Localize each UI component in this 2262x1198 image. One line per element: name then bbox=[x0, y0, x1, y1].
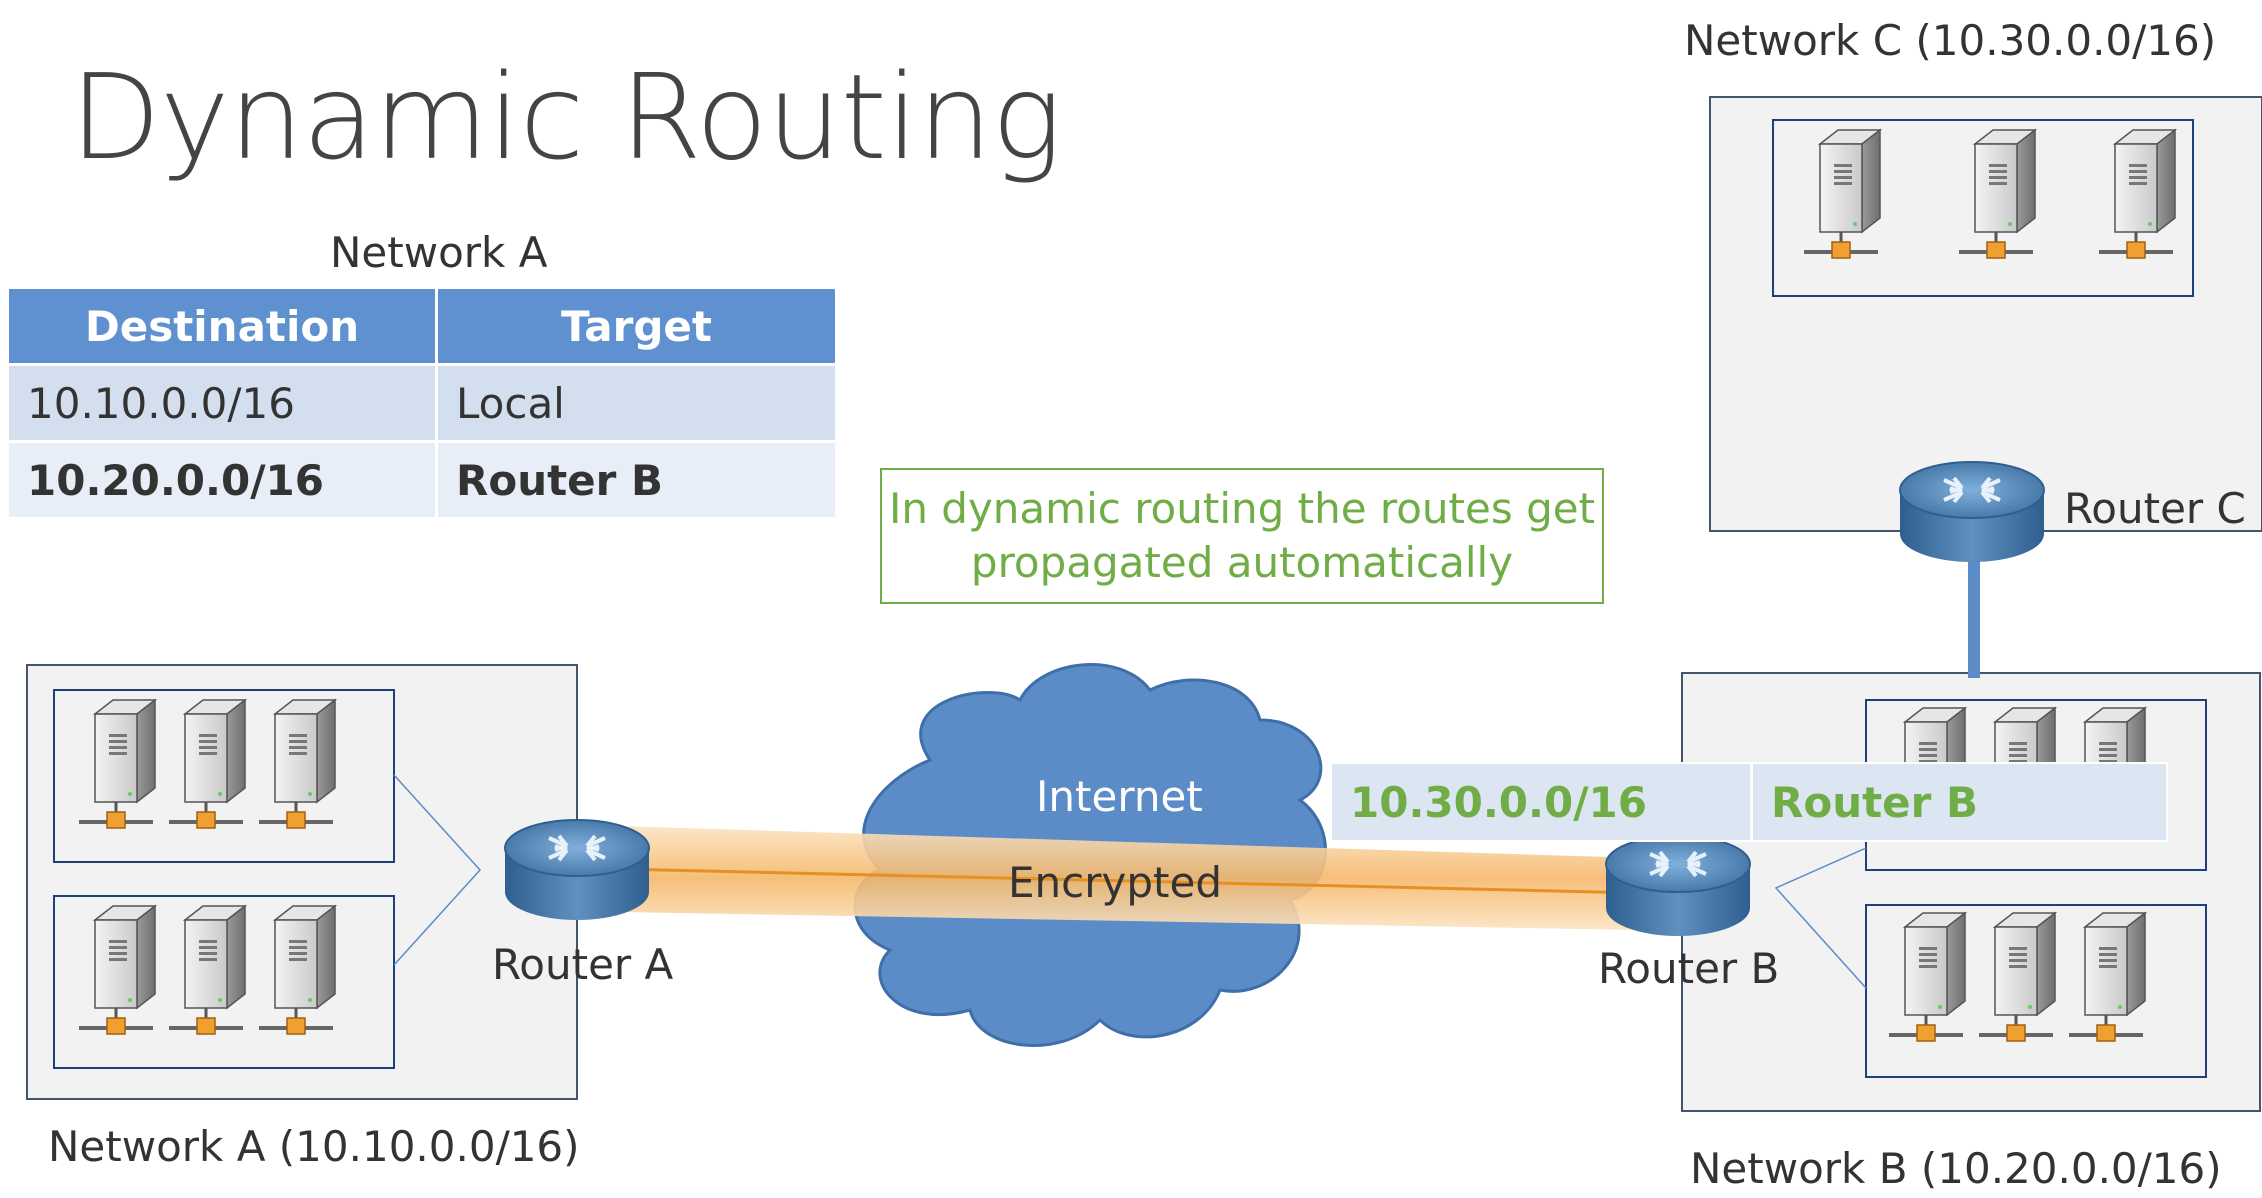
network-a-label: Network A (10.10.0.0/16) bbox=[48, 1122, 580, 1171]
router-c-link bbox=[1968, 530, 1980, 678]
table-cell: 10.20.0.0/16 bbox=[6, 440, 438, 520]
internet-label: Internet bbox=[1036, 772, 1203, 821]
network-c-box bbox=[1709, 96, 2262, 532]
table-header-target: Target bbox=[435, 286, 838, 366]
network-a-box bbox=[26, 664, 578, 1100]
dynamic-routing-note: In dynamic routing the routes get propag… bbox=[880, 468, 1604, 604]
router-b-icon bbox=[1604, 834, 1752, 938]
propagated-route-destination: 10.30.0.0/16 bbox=[1332, 764, 1753, 840]
table-cell: Router B bbox=[435, 440, 838, 520]
table-cell: Local bbox=[435, 363, 838, 443]
router-a-label: Router A bbox=[492, 940, 674, 989]
table-row: 10.20.0.0/16 Router B bbox=[6, 440, 838, 520]
propagated-route: 10.30.0.0/16 Router B bbox=[1330, 762, 2168, 842]
table-caption: Network A bbox=[330, 228, 548, 277]
router-b-label: Router B bbox=[1598, 944, 1780, 993]
network-b-box bbox=[1681, 672, 2261, 1112]
table-cell: 10.10.0.0/16 bbox=[6, 363, 438, 443]
router-c-label: Router C bbox=[2064, 484, 2246, 533]
router-a-icon bbox=[503, 818, 651, 922]
page-title: Dynamic Routing bbox=[70, 48, 1062, 186]
propagated-route-target: Router B bbox=[1771, 777, 1979, 827]
encrypted-label: Encrypted bbox=[1008, 858, 1222, 907]
network-c-label: Network C (10.30.0.0/16) bbox=[1684, 16, 2217, 65]
table-header-destination: Destination bbox=[6, 286, 438, 366]
encrypted-tunnel bbox=[619, 826, 1641, 930]
table-row: 10.10.0.0/16 Local bbox=[6, 363, 838, 443]
route-table: Destination Target 10.10.0.0/16 Local 10… bbox=[6, 286, 838, 520]
router-c-icon bbox=[1898, 460, 2046, 564]
network-b-label: Network B (10.20.0.0/16) bbox=[1690, 1144, 2222, 1193]
